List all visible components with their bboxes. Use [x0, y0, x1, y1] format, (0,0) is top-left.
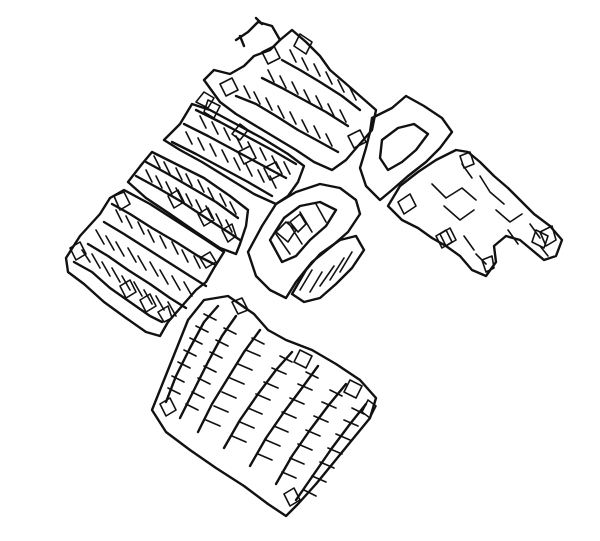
building-block-upper: [162, 99, 306, 206]
house-plots: [243, 49, 357, 147]
block-detail: [275, 203, 327, 255]
terrace-row-outer: [72, 260, 164, 324]
terrace-row-outer: [134, 174, 242, 242]
terrace-row-spine: [86, 242, 188, 310]
building-block-lower-left: [64, 188, 226, 338]
terrace-row-outer: [170, 140, 274, 198]
fragment-junction: [275, 213, 307, 243]
plot-rectangles: [397, 151, 549, 273]
terrace-row-6: [274, 382, 348, 486]
plot-rectangles: [219, 33, 367, 149]
row-1: [234, 94, 340, 154]
fragment-right: [435, 225, 557, 249]
house-plots: [167, 313, 365, 497]
wing-inner: [378, 122, 430, 172]
plot-rectangles: [159, 297, 377, 507]
annex-plots: [299, 251, 353, 293]
house-plots: [81, 209, 201, 317]
terrace-row-7: [294, 402, 368, 502]
inner-courtyard: [268, 200, 338, 264]
house-plots: [145, 155, 237, 233]
terrace-row-spine: [182, 122, 288, 180]
plot-rectangles: [167, 189, 237, 243]
block-outline: [126, 150, 250, 256]
block-outline: [246, 182, 362, 300]
terrace-row-inner: [102, 220, 208, 288]
building-block-lower-square: [150, 294, 378, 518]
row-2: [260, 76, 350, 128]
plot-rectangles: [203, 99, 283, 181]
fragment-upper-left: [195, 91, 249, 141]
top-wing: [234, 16, 282, 48]
east-annex: [290, 234, 366, 304]
building-block-right-wing: [358, 94, 564, 278]
building-block-top: [202, 16, 378, 172]
block-outline: [202, 28, 378, 172]
terrace-row-3: [196, 328, 262, 434]
building-block-centre: [246, 182, 366, 304]
row-3: [280, 58, 362, 112]
terrace-row-inner: [194, 108, 298, 166]
block-outline: [150, 294, 378, 518]
building-fragments: [195, 91, 557, 249]
terrace-row-spine: [144, 160, 240, 220]
block-outline: [162, 102, 306, 206]
plot-rectangles: [69, 191, 217, 323]
wing-outline-2: [386, 148, 564, 278]
wing-outline-1: [358, 94, 454, 202]
building-block-middle: [126, 150, 250, 256]
